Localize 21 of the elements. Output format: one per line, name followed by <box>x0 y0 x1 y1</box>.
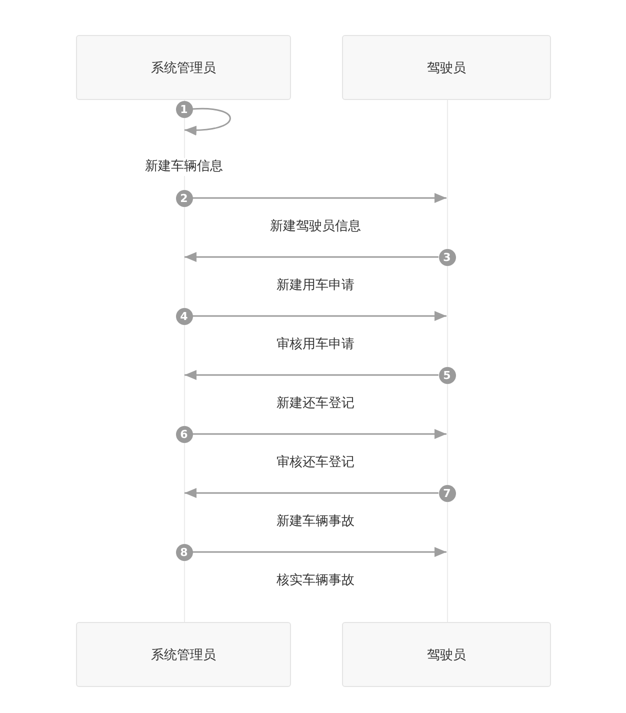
step-number: 7 <box>438 484 456 502</box>
step-number: 2 <box>176 190 192 206</box>
message-arrow <box>192 193 446 203</box>
step-number: 6 <box>176 426 192 442</box>
step-number: 8 <box>176 544 192 560</box>
message-label: 新建车辆信息 <box>142 158 226 176</box>
participant-box: 系统管理员 <box>76 622 291 687</box>
step-number: 3 <box>438 248 456 266</box>
step-number: 4 <box>176 308 192 324</box>
participant-box: 系统管理员 <box>76 35 291 100</box>
message-arrow <box>184 370 438 380</box>
message-arrow <box>184 488 438 498</box>
self-message-arrow <box>184 108 231 136</box>
message-arrow <box>192 311 446 321</box>
participant-box: 驾驶员 <box>342 622 551 687</box>
message-arrow <box>192 429 446 439</box>
step-number: 1 <box>176 100 192 118</box>
message-arrow <box>192 547 446 557</box>
message-arrow <box>184 252 438 262</box>
step-number: 5 <box>438 366 456 384</box>
participant-box: 驾驶员 <box>342 35 551 100</box>
